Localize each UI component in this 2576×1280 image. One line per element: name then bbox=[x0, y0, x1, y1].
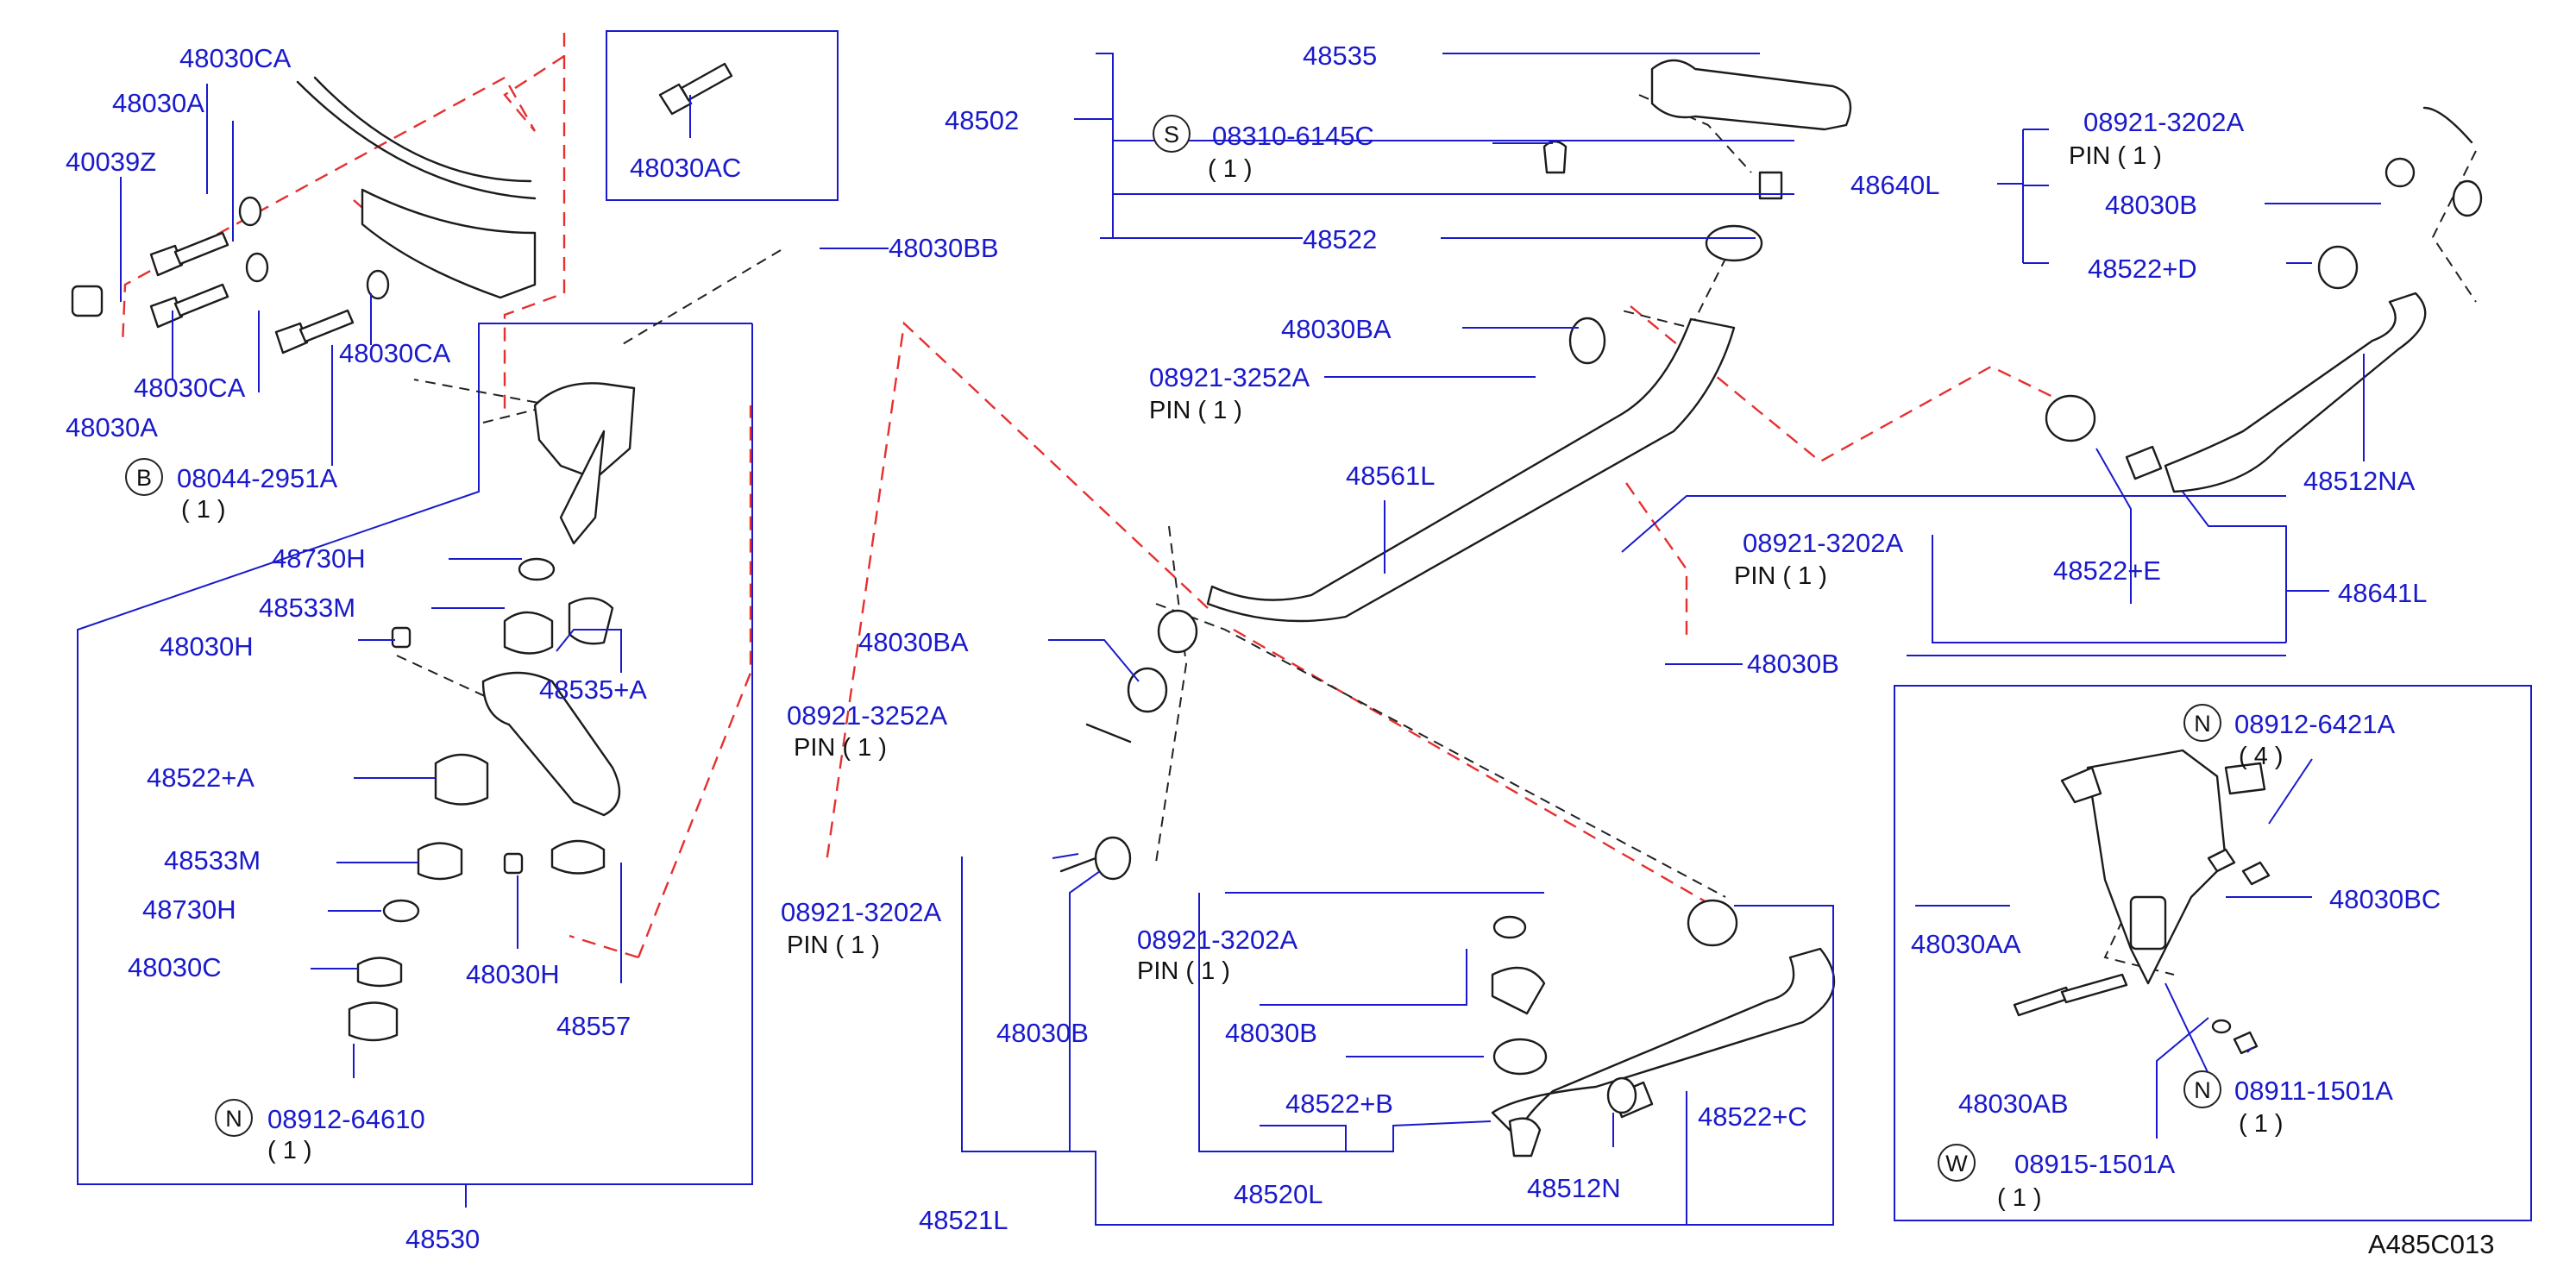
idler-arm-group-outline bbox=[77, 323, 753, 1185]
label-08911-1501A: 08911-1501A bbox=[2234, 1076, 2393, 1106]
steering-gear bbox=[2013, 749, 2271, 1055]
label-48030CA-top: 48030CA bbox=[179, 43, 292, 73]
label-08921-3202A-4: 08921-3202A bbox=[1743, 528, 1903, 558]
label-08044-2951A: 08044-2951A bbox=[177, 463, 337, 493]
label-48557: 48557 bbox=[556, 1011, 631, 1041]
quantity-labels: ( 1 ) ( 1 ) ( 1 ) PIN ( 1 ) PIN ( 1 ) PI… bbox=[181, 142, 2284, 1212]
label-48533M-1: 48533M bbox=[259, 593, 355, 623]
qty-08044: ( 1 ) bbox=[181, 496, 226, 524]
label-48030C: 48030C bbox=[128, 952, 222, 982]
label-08912-6421A: 08912-6421A bbox=[2234, 709, 2395, 739]
label-48030AA: 48030AA bbox=[1911, 929, 2021, 959]
label-48030AB: 48030AB bbox=[1958, 1089, 2069, 1119]
qty-08915: ( 1 ) bbox=[1997, 1184, 2042, 1212]
label-48030A-top: 48030A bbox=[112, 88, 204, 118]
qty-08912-64610: ( 1 ) bbox=[267, 1137, 312, 1164]
idler-arm-assembly bbox=[348, 382, 636, 1042]
label-48030H-1: 48030H bbox=[160, 631, 254, 662]
symbol-n-3: N bbox=[2194, 1077, 2211, 1103]
qty-08911: ( 1 ) bbox=[2239, 1110, 2284, 1138]
label-48522-B: 48522+B bbox=[1285, 1089, 1393, 1119]
label-48030A-bot: 48030A bbox=[66, 412, 158, 442]
label-48512N: 48512N bbox=[1527, 1173, 1621, 1203]
label-48640L: 48640L bbox=[1850, 170, 1939, 200]
label-48030BC: 48030BC bbox=[2329, 884, 2441, 914]
label-08921-3252A-1: 08921-3252A bbox=[1149, 362, 1310, 392]
center-link-parts bbox=[1059, 59, 1852, 881]
label-48522: 48522 bbox=[1303, 224, 1377, 254]
label-08915-1501A: 08915-1501A bbox=[2014, 1149, 2175, 1179]
label-08921-3202A-3: 08921-3202A bbox=[2083, 107, 2244, 137]
label-48502: 48502 bbox=[945, 105, 1019, 135]
label-48561L: 48561L bbox=[1346, 461, 1435, 491]
label-48730H-1: 48730H bbox=[272, 543, 366, 574]
label-48030B-1: 48030B bbox=[996, 1018, 1089, 1048]
label-08912-64610: 08912-64610 bbox=[267, 1104, 425, 1134]
label-48512NA: 48512NA bbox=[2303, 466, 2416, 496]
label-48530: 48530 bbox=[405, 1224, 480, 1254]
label-48030B-3: 48030B bbox=[2105, 190, 2197, 220]
pin-qty-2: PIN ( 1 ) bbox=[794, 734, 887, 762]
leader-lines bbox=[120, 53, 2381, 1226]
lower-tie-rod bbox=[1491, 899, 1836, 1158]
label-08310-6145C: 08310-6145C bbox=[1212, 121, 1374, 151]
pin-qty-6: PIN ( 1 ) bbox=[1734, 562, 1827, 590]
pin-qty-4: PIN ( 1 ) bbox=[1137, 957, 1230, 985]
label-48030B-4: 48030B bbox=[1747, 649, 1839, 679]
qty-08310: ( 1 ) bbox=[1208, 155, 1253, 183]
symbol-b: B bbox=[136, 465, 152, 491]
label-48535: 48535 bbox=[1303, 41, 1377, 71]
right-tie-rod bbox=[2045, 106, 2483, 493]
qty-08912-6421A: ( 4 ) bbox=[2239, 743, 2284, 770]
label-48030CA-mid: 48030CA bbox=[339, 338, 451, 368]
label-08921-3202A-2: 08921-3202A bbox=[1137, 925, 1297, 955]
symbol-n-2: N bbox=[2194, 711, 2211, 737]
label-48641L: 48641L bbox=[2338, 578, 2427, 608]
symbol-n-1: N bbox=[225, 1106, 242, 1132]
label-48030BB: 48030BB bbox=[889, 233, 999, 263]
frame-member bbox=[296, 76, 537, 299]
inset-bolt bbox=[658, 62, 733, 116]
pin-qty-3: PIN ( 1 ) bbox=[787, 932, 880, 959]
label-08921-3202A-1: 08921-3202A bbox=[781, 897, 941, 927]
part-labels: 48030CA 48030A 40039Z 48030CA 48030CA 48… bbox=[66, 41, 2441, 1254]
label-40039Z: 40039Z bbox=[66, 147, 156, 177]
label-08921-3252A-2: 08921-3252A bbox=[787, 700, 947, 731]
label-48521L: 48521L bbox=[919, 1205, 1008, 1235]
label-48535-A: 48535+A bbox=[539, 675, 647, 705]
label-48533M-2: 48533M bbox=[164, 845, 261, 875]
bolt-inset-box bbox=[606, 30, 839, 201]
symbol-s: S bbox=[1164, 122, 1179, 147]
label-48030CA-bl: 48030CA bbox=[134, 373, 246, 403]
diagram-code: A485C013 bbox=[2368, 1229, 2495, 1259]
label-48522-E: 48522+E bbox=[2053, 555, 2161, 586]
label-48520L: 48520L bbox=[1234, 1179, 1323, 1209]
label-48522-A: 48522+A bbox=[147, 762, 254, 793]
symbol-w: W bbox=[1945, 1151, 1968, 1176]
label-48030BA-1: 48030BA bbox=[1281, 314, 1392, 344]
label-48522-C: 48522+C bbox=[1698, 1101, 1807, 1132]
label-48030BA-2: 48030BA bbox=[858, 627, 969, 657]
steering-gear-box bbox=[1894, 685, 2532, 1221]
pin-qty-1: PIN ( 1 ) bbox=[1149, 397, 1242, 424]
pin-qty-5: PIN ( 1 ) bbox=[2069, 142, 2162, 170]
label-48030H-2: 48030H bbox=[466, 959, 560, 989]
label-48522-D: 48522+D bbox=[2088, 254, 2197, 284]
circled-symbols: B S N N N W bbox=[125, 115, 2221, 1182]
label-48030B-2: 48030B bbox=[1225, 1018, 1317, 1048]
frame-bolts bbox=[71, 196, 390, 355]
label-48030AC: 48030AC bbox=[630, 153, 741, 183]
label-48730H-2: 48730H bbox=[142, 894, 236, 925]
